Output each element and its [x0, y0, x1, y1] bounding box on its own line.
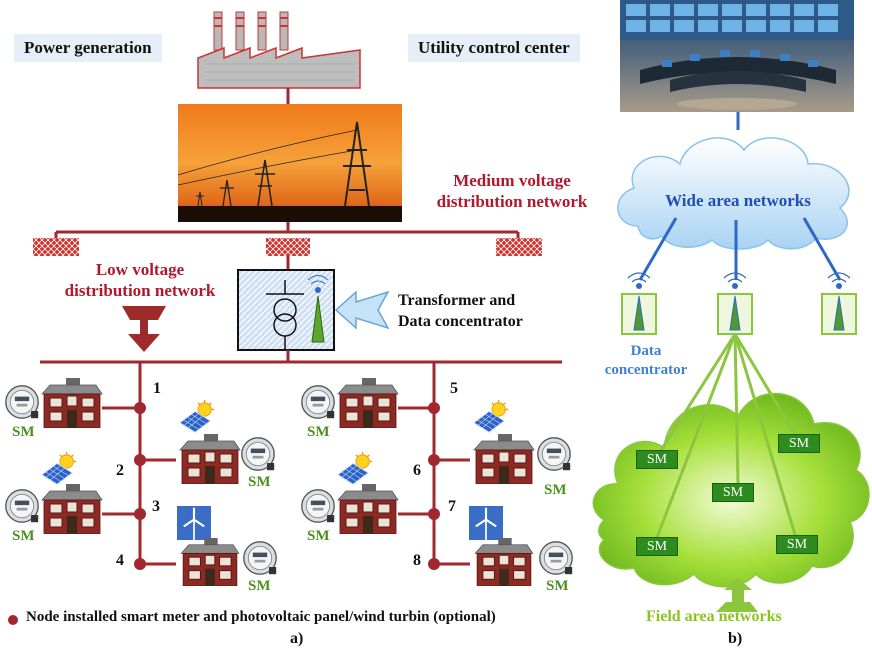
low-voltage-line-1: Low voltage [95, 260, 185, 279]
data-concentrator-line-2: concentrator [604, 362, 688, 378]
node-3 [134, 508, 146, 520]
transformer-data-concentrator-icon [237, 269, 335, 351]
substation-left-icon [33, 238, 79, 256]
house-6 [473, 434, 535, 484]
sm-label-8: SM [546, 578, 569, 594]
solar-panel-icon [41, 452, 77, 486]
down-arrow-icon [122, 306, 166, 352]
data-concentrator-antenna-icon [821, 272, 857, 335]
house-4 [180, 538, 240, 586]
solar-panel-icon [337, 452, 373, 486]
data-concentrator-antenna-icon [621, 272, 657, 335]
node-1 [134, 402, 146, 414]
transformer-line-2: Data concentrator [398, 313, 523, 330]
utility-control-center-label: Utility control center [408, 34, 580, 62]
substation-right-icon [496, 238, 542, 256]
wind-turbine-icon [176, 506, 212, 540]
house-1 [41, 378, 103, 428]
legend-dot-icon [8, 615, 18, 625]
sm-label-6: SM [544, 482, 567, 498]
power-generation-label: Power generation [14, 34, 162, 62]
caption-b: b) [728, 630, 743, 647]
up-arrow-icon [716, 578, 758, 612]
meter-7 [301, 489, 335, 523]
substation-center-icon [266, 238, 310, 256]
wide-area-networks-label: Wide area networks [665, 191, 811, 210]
node-label-6: 6 [413, 462, 421, 479]
low-voltage-label: Low voltage distribution network [40, 259, 240, 301]
node-7 [428, 508, 440, 520]
power-plant-icon [197, 11, 361, 89]
house-3 [41, 484, 103, 534]
node-label-3: 3 [152, 498, 160, 515]
sm-label-4: SM [248, 578, 271, 594]
field-sm-5: SM [776, 535, 818, 554]
transformer-pointer-arrow [334, 290, 390, 330]
field-sm-2: SM [778, 434, 820, 453]
legend-text: Node installed smart meter and photovolt… [26, 609, 496, 625]
house-2 [179, 434, 241, 484]
node-5 [428, 402, 440, 414]
meter-3 [5, 489, 39, 523]
meter-6 [537, 437, 571, 471]
control-center-image [620, 0, 854, 112]
field-area-networks-label: Field area networks [646, 608, 782, 625]
meter-5 [301, 385, 335, 419]
node-6 [428, 454, 440, 466]
field-sm-1: SM [636, 450, 678, 469]
medium-voltage-label: Medium voltage distribution network [404, 170, 620, 212]
medium-voltage-line-1: Medium voltage [453, 171, 571, 190]
node-label-5: 5 [450, 380, 458, 397]
wind-turbine-icon [468, 506, 504, 540]
transmission-towers-image [177, 104, 402, 222]
low-voltage-line-2: distribution network [64, 281, 216, 300]
data-concentrator-antenna-icon [717, 272, 753, 335]
solar-panel-icon [179, 400, 215, 434]
node-8 [428, 558, 440, 570]
sm-label-2: SM [248, 474, 271, 490]
sm-label-7: SM [307, 528, 330, 544]
solar-panel-icon [473, 400, 509, 434]
medium-voltage-line-2: distribution network [436, 192, 588, 211]
meter-4 [243, 541, 277, 575]
node-label-8: 8 [413, 552, 421, 569]
node-2 [134, 454, 146, 466]
sm-label-3: SM [12, 528, 35, 544]
sm-label-1: SM [12, 424, 35, 440]
node-label-1: 1 [153, 380, 161, 397]
node-label-2: 2 [116, 462, 124, 479]
caption-a: a) [290, 630, 304, 647]
data-concentrator-line-1: Data [630, 343, 662, 359]
meter-2 [241, 437, 275, 471]
field-sm-4: SM [636, 537, 678, 556]
node-label-4: 4 [116, 552, 124, 569]
data-concentrator-label: Data concentrator [592, 342, 700, 380]
node-4 [134, 558, 146, 570]
meter-8 [539, 541, 573, 575]
sm-label-5: SM [307, 424, 330, 440]
meter-1 [5, 385, 39, 419]
house-8 [474, 538, 534, 586]
field-sm-3: SM [712, 483, 754, 502]
house-5 [337, 378, 399, 428]
node-label-7: 7 [448, 498, 456, 515]
transformer-line-1: Transformer and [398, 292, 516, 309]
house-7 [337, 484, 399, 534]
transformer-label: Transformer and Data concentrator [398, 290, 523, 332]
